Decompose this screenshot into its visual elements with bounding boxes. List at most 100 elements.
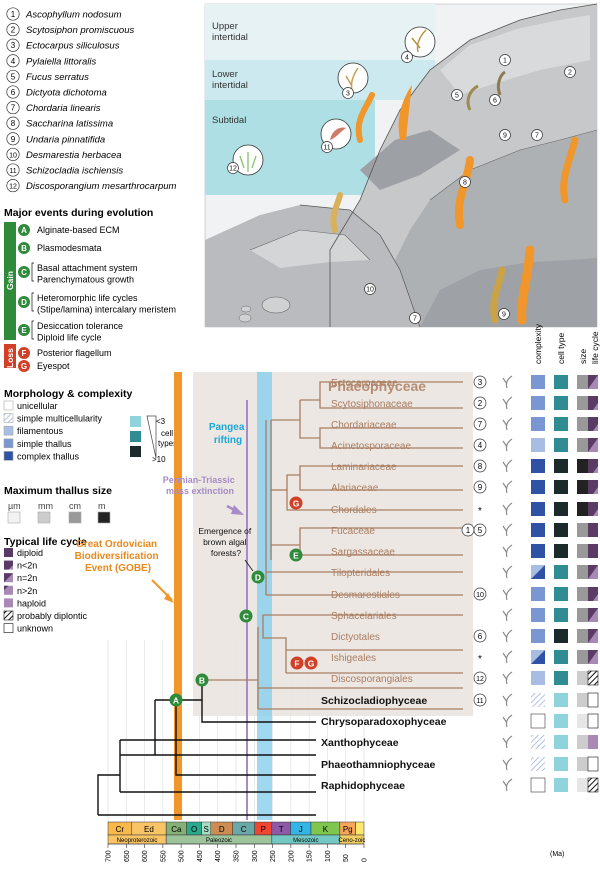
period-label: C [241, 825, 247, 834]
species-number: 2 [11, 26, 16, 35]
morphology-item: simple multicellularity [3, 413, 103, 424]
lifecycle-legend: Typical life cycle diploidn<2nn=2nn>2nha… [3, 536, 88, 634]
species-number: 8 [11, 119, 16, 128]
zone-upper-line2: intertidal [212, 32, 248, 43]
species-name: Schizocladia ischiensis [26, 166, 123, 177]
event-text: Parenchymatous growth [37, 275, 134, 285]
size-cell [577, 778, 590, 792]
taxon-ref-badge [473, 523, 487, 537]
lifecycle-item: probably diplontic [3, 610, 88, 621]
event-letter: C [21, 268, 27, 277]
era-label: Neoproterozoic [117, 838, 158, 844]
period-segment: Ed [131, 821, 167, 836]
species-name: Chordaria linearis [26, 103, 101, 114]
taxon-ref: 2 [478, 399, 483, 408]
taxon-label: Acinetosporaceae [331, 441, 411, 452]
taxon-label: Raphidophyceae [321, 780, 405, 792]
svg-text:G: G [293, 499, 300, 509]
matrix-row [530, 777, 599, 793]
era-segment: Paleozoic [165, 834, 273, 845]
celltype-swatch-mid [130, 431, 141, 442]
morphology-label: filamentous [17, 426, 64, 436]
axis-tick-label: 300 [252, 850, 259, 862]
taxon-label: Desmarestiales [331, 590, 400, 601]
event-text: Plasmodesmata [37, 243, 102, 253]
species-name: Fucus serratus [26, 72, 89, 83]
matrix-row [531, 480, 598, 494]
species-number: 12 [9, 184, 17, 191]
species-name: Scytosiphon promiscuous [26, 25, 134, 36]
complexity-cell [531, 608, 545, 622]
species-number: 6 [11, 88, 16, 97]
species-number-badge [6, 116, 20, 130]
event-text: (Stipe/lamina) intercalary meristem [37, 305, 176, 315]
size-cell [577, 502, 590, 516]
celltype-cell [554, 417, 568, 431]
complexity-cell [531, 671, 545, 685]
species-name: Discosporangium mesarthrocarpum [26, 181, 177, 192]
lifecycle-swatch [4, 548, 13, 557]
lifecycle-swatch [3, 610, 14, 621]
event-letter: D [21, 298, 27, 307]
event-badge [18, 266, 30, 278]
species-number: 5 [11, 72, 16, 81]
taxon-ref-badge [473, 693, 487, 707]
taxon-label: Chordariaceae [331, 420, 397, 431]
complexity-cell [531, 565, 545, 579]
celltype-legend: <3 cell types >10 [130, 415, 177, 464]
celltype-cell [554, 650, 568, 664]
species-number: 11 [9, 168, 16, 175]
species-name: Saccharina latissima [26, 119, 113, 130]
event-letter: G [21, 362, 27, 371]
taxon-ref-badge [473, 629, 487, 643]
taxon-row: Chordales* [331, 502, 513, 517]
taxon-ref: 9 [478, 483, 483, 492]
period-label: T [279, 825, 284, 834]
size-cell [577, 438, 590, 452]
matrix-row [531, 670, 599, 686]
svg-text:9: 9 [503, 133, 507, 140]
species-item: 12 Discosporangium mesarthrocarpum [6, 179, 177, 193]
event-badge [18, 296, 30, 308]
axis-tick-label: 200 [288, 850, 295, 862]
period-label: O [191, 825, 197, 834]
pangea-annotation: Pangea rifting [209, 422, 247, 446]
svg-text:F: F [294, 659, 299, 669]
species-number-badge [6, 163, 20, 177]
size-cell [577, 565, 590, 579]
size-item: m [97, 501, 111, 524]
taxon-thumbnail [502, 778, 513, 792]
size-cell [577, 629, 590, 643]
column-header: size [578, 349, 588, 364]
morphology-swatch [3, 438, 14, 449]
taxon-label: Tilopteridales [331, 568, 390, 579]
lifecycle-cell [587, 713, 599, 729]
lifecycle-cell [587, 692, 599, 708]
size-item: cm [68, 501, 82, 524]
taxon-thumbnail [502, 396, 513, 410]
size-cell [577, 417, 590, 431]
taxon-ref: 5 [478, 526, 483, 535]
axis-tick-label: 350 [234, 850, 241, 862]
matrix-row [531, 608, 598, 622]
lifecycle-swatch [4, 573, 13, 583]
taxon-label: Sphacelariales [331, 611, 397, 622]
taxon-row: Sargassaceae [331, 544, 513, 558]
period-label: D [219, 825, 225, 834]
species-number-badge [6, 54, 20, 68]
zone-subtidal-label: Subtidal [212, 115, 246, 126]
loss-bar [4, 344, 16, 368]
complexity-cell [530, 777, 546, 793]
